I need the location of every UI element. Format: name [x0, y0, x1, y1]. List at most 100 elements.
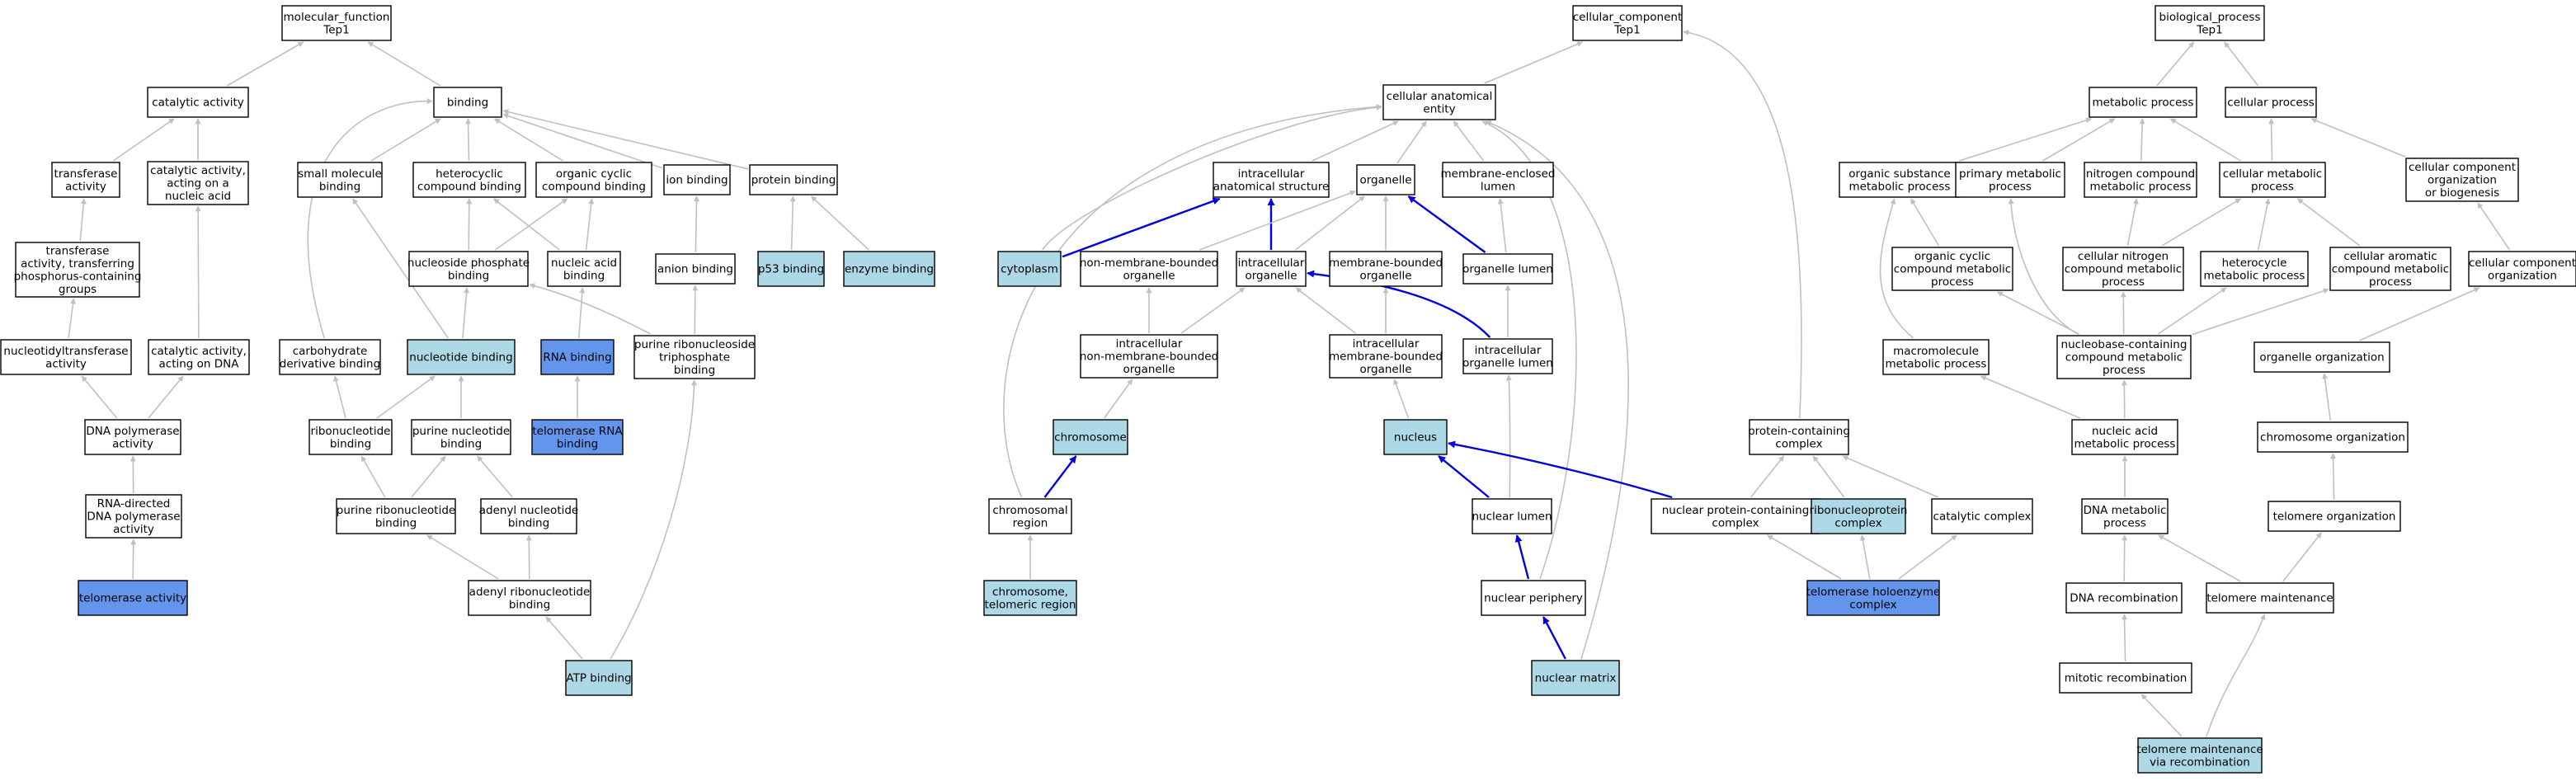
node-chromosome-telomeric-region[interactable]: chromosome,telomeric region	[983, 580, 1077, 616]
node-enzyme-binding[interactable]: enzyme binding	[843, 251, 935, 287]
node-label-line: cellular component	[2469, 256, 2576, 270]
node-ion-binding[interactable]: ion binding	[663, 164, 731, 195]
edge-dna_recombination-to-dna_metabolic	[2122, 534, 2128, 582]
node-label-line: metabolic process	[1886, 357, 1987, 370]
node-catalytic-dna[interactable]: catalytic activity,acting on DNA	[148, 339, 250, 375]
node-nuclear-lumen[interactable]: nuclear lumen	[1472, 498, 1552, 534]
node-label-line: organelle	[1245, 269, 1297, 282]
node-nucleus[interactable]: nucleus	[1383, 419, 1448, 455]
node-metabolic-process[interactable]: metabolic process	[2089, 87, 2197, 118]
node-atp-binding[interactable]: ATP binding	[565, 660, 633, 696]
node-telomere-organization[interactable]: telomere organization	[2268, 501, 2401, 532]
node-box	[1472, 498, 1552, 534]
edge-p53_binding-to-protein_binding	[789, 195, 796, 251]
node-label-line: compound metabolic	[2065, 351, 2183, 365]
node-cytoplasm[interactable]: cytoplasm	[997, 251, 1062, 287]
node-cellular-process[interactable]: cellular process	[2225, 87, 2317, 118]
node-rna-binding[interactable]: RNA binding	[540, 339, 615, 375]
node-box	[1955, 162, 2065, 198]
edge-dna_polymerase-to-nucleotidyltransferase	[81, 375, 118, 419]
node-catalytic-activity[interactable]: catalytic activity	[147, 87, 249, 118]
node-organelle-lumen[interactable]: organelle lumen	[1462, 253, 1553, 285]
node-chromosome[interactable]: chromosome	[1053, 419, 1128, 455]
node-nucleotide-binding[interactable]: nucleotide binding	[407, 339, 516, 375]
edge-telomere_maintenance_via_recombination-to-mitotic_recombination	[2140, 694, 2183, 737]
node-dna-recombination[interactable]: DNA recombination	[2065, 582, 2183, 614]
node-telomere-maintenance[interactable]: telomere maintenance	[2206, 582, 2334, 614]
node-intracellular-non-membrane-bounded[interactable]: intracellularnon-membrane-boundedorganel…	[1080, 334, 1218, 379]
edge-nucleic_acid_binding-to-organic_cyclic_binding	[585, 198, 595, 251]
node-mitotic-recombination[interactable]: mitotic recombination	[2059, 662, 2192, 694]
node-catalytic-complex[interactable]: catalytic complex	[1931, 498, 2033, 534]
node-label-line: process	[2251, 180, 2294, 193]
node-label-line: Tep1	[2196, 23, 2222, 36]
node-organelle-organization[interactable]: organelle organization	[2253, 341, 2390, 373]
edge-nucleus-to-intracellular_membrane_bounded	[1393, 379, 1410, 419]
node-binding[interactable]: binding	[433, 87, 502, 118]
node-protein-binding[interactable]: protein binding	[749, 164, 838, 195]
node-anion-binding[interactable]: anion binding	[655, 253, 736, 285]
edge-protein_binding-to-binding	[502, 109, 749, 170]
node-chromosome-organization[interactable]: chromosome organization	[2257, 421, 2409, 453]
node-nuclear-periphery[interactable]: nuclear periphery	[1481, 580, 1586, 616]
node-telomerase-activity[interactable]: telomerase activity	[78, 580, 188, 616]
edge-cellular_anatomical_entity-to-cc	[1484, 41, 1584, 84]
node-box	[78, 580, 188, 616]
node-box	[757, 251, 825, 287]
node-nuclear-matrix[interactable]: nuclear matrix	[1531, 660, 1620, 696]
node-p53-binding[interactable]: p53 binding	[757, 251, 825, 287]
node-label-line: non-membrane-bounded	[1080, 351, 1218, 364]
node-organelle[interactable]: organelle	[1356, 164, 1415, 195]
